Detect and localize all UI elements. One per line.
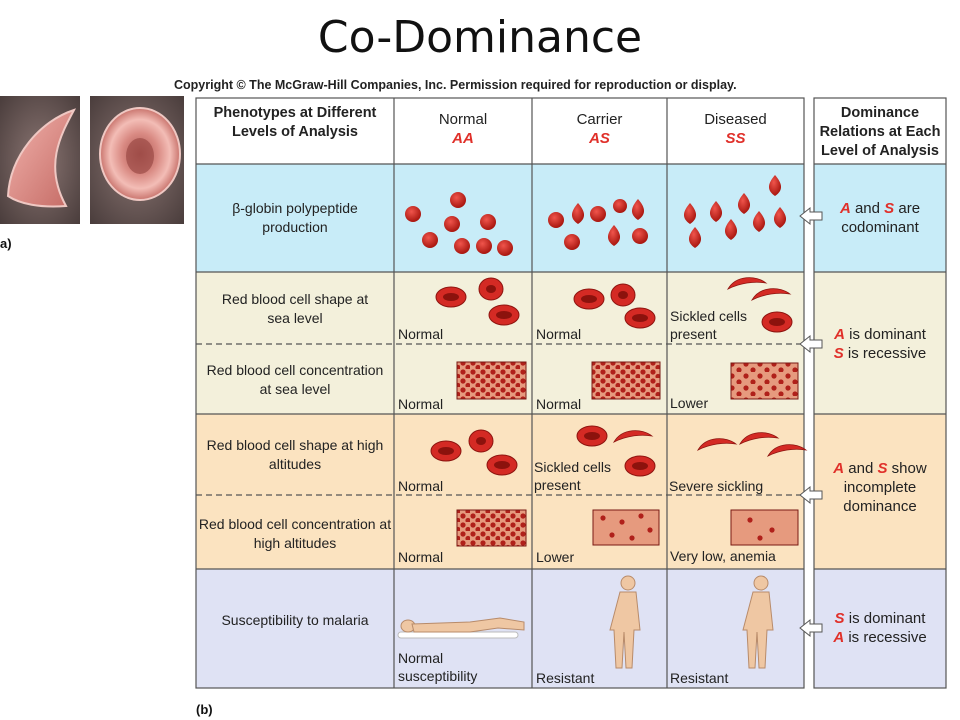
conc-sea-carrier: Normal (536, 396, 582, 412)
conc-sea-normal: Normal (398, 396, 444, 412)
dominance-malaria: S is dominant A is recessive (833, 610, 927, 646)
shape-high-diseased: Severe sickling (669, 478, 764, 494)
copyright-notice: Copyright © The McGraw-Hill Companies, I… (174, 78, 737, 92)
row-label-shape-high: Red blood cell shape at high altitudes (206, 437, 384, 472)
conc-high-carrier: Lower (536, 549, 575, 565)
shape-sea-diseased: Sickled cells present (670, 308, 748, 342)
malaria-diseased: Resistant (670, 670, 729, 686)
malaria-carrier: Resistant (536, 670, 595, 686)
row-label-globin: β-globin polypeptide production (232, 200, 358, 235)
shape-high-normal: Normal (398, 478, 444, 494)
page-title: Co-Dominance (317, 12, 643, 63)
conc-high-diseased: Very low, anemia (670, 548, 776, 564)
normal-cell-photo (90, 96, 184, 224)
shape-high-carrier: Sickled cells present (534, 459, 612, 493)
malaria-normal: Normal susceptibility (398, 650, 478, 684)
panel-a-label: a) (0, 236, 12, 251)
row-label-malaria: Susceptibility to malaria (221, 612, 369, 628)
sickled-cell-photo (0, 96, 80, 224)
dominance-high-altitude: A and S show incomplete dominance (833, 460, 927, 515)
header-phenotypes: Phenotypes at Different Levels of Analys… (213, 105, 377, 140)
panel-b-label: (b) (196, 702, 213, 717)
shape-sea-carrier: Normal (536, 326, 582, 342)
dominance-sea-level: A is dominant S is recessive (833, 326, 927, 362)
row-label-conc-high: Red blood cell concentration at high alt… (198, 516, 392, 551)
header-dominance: Dominance Relations at Each Level of Ana… (819, 105, 941, 159)
conc-high-normal: Normal (398, 549, 444, 565)
row-label-conc-sea: Red blood cell concentration at sea leve… (206, 362, 384, 397)
shape-sea-normal: Normal (398, 326, 444, 342)
conc-sea-diseased: Lower (670, 395, 709, 411)
row-label-shape-sea: Red blood cell shape at sea level (221, 291, 369, 326)
dominance-globin: A and S are codominant (839, 200, 921, 236)
